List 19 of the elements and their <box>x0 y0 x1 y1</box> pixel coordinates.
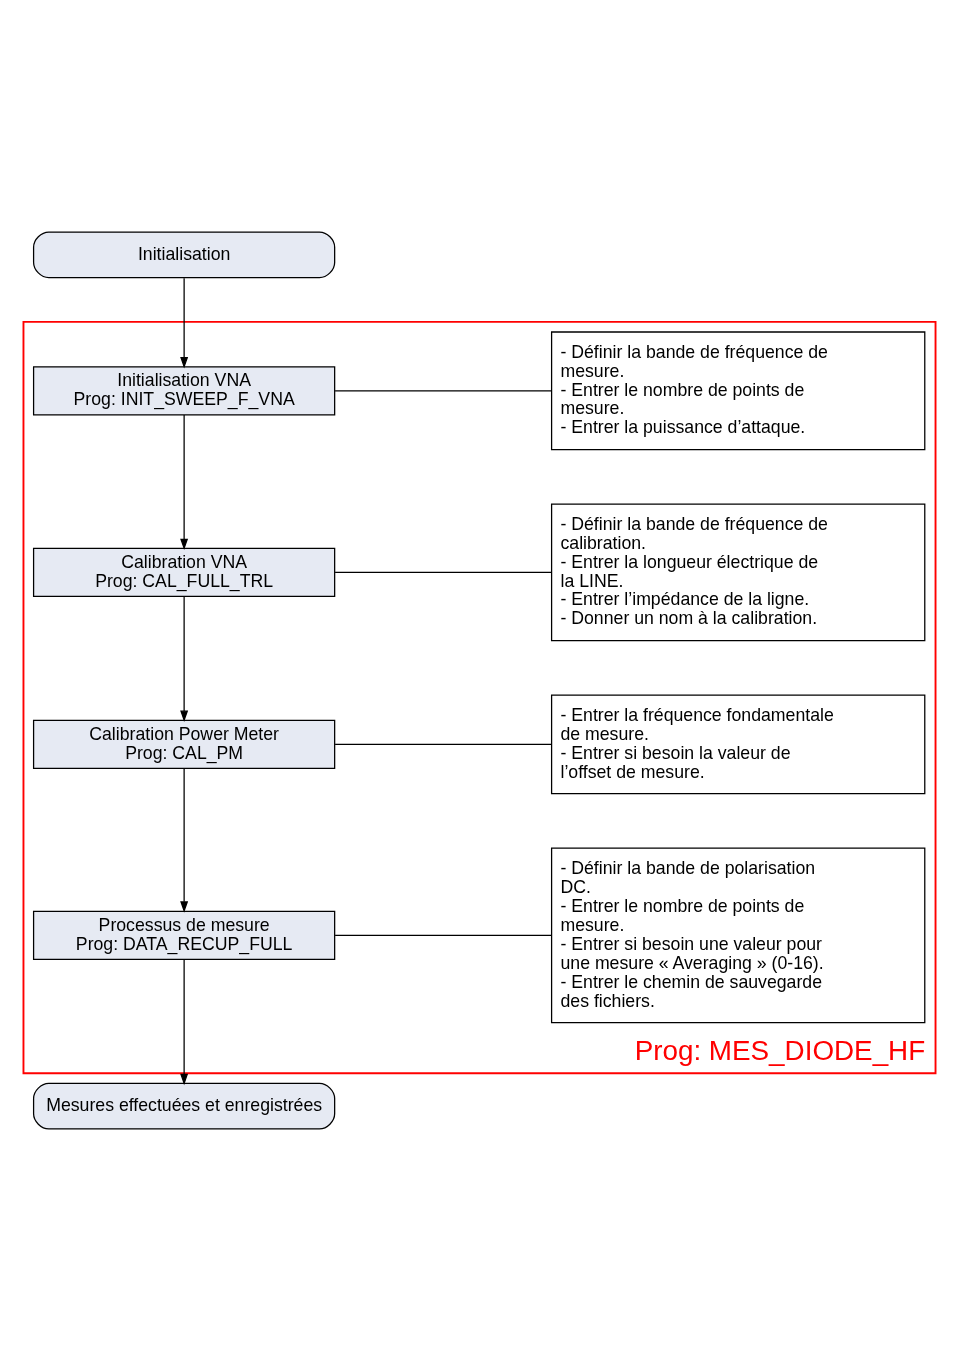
arrow <box>180 277 189 368</box>
node-box: Mesures effectuées et enregistrées <box>32 1082 336 1130</box>
node-box: - Entrer la fréquence fondamentale de mesure. - Entrer si besoin la valeur de l’offset de mesure. <box>550 693 926 794</box>
node-box: - Définir la bande de fréquence de calibration. - Entrer la longueur électrique de la LINE. - Entrer l’impédance de la ligne. - Donner un nom à la calibration. <box>550 502 926 641</box>
arrow <box>180 958 189 1085</box>
connector <box>334 389 553 391</box>
node-box: Calibration VNA Prog: CAL_FULL_TRL <box>32 547 336 597</box>
arrow <box>180 414 189 550</box>
arrow <box>180 767 189 913</box>
connector <box>334 743 553 745</box>
node-box: Initialisation VNA Prog: INIT_SWEEP_F_VNA <box>32 365 336 415</box>
node-box: Initialisation <box>32 230 336 278</box>
connector <box>334 571 553 573</box>
arrow <box>180 595 189 722</box>
connector <box>334 934 553 936</box>
node-box: - Définir la bande de polarisation DC. - Entrer le nombre de points de mesure. - Entrer si besoin une valeur pour une mesure « Averaging » (0-16). - Entrer le chemin de sauvegarde des fichiers. <box>550 847 926 1023</box>
node-box: - Définir la bande de fréquence de mesure. - Entrer le nombre de points de mesure. - Entrer la puissance d’attaque. <box>550 330 926 450</box>
node-box: Processus de mesure Prog: DATA_RECUP_FULL <box>32 910 336 960</box>
node-box: Calibration Power Meter Prog: CAL_PM <box>32 719 336 769</box>
